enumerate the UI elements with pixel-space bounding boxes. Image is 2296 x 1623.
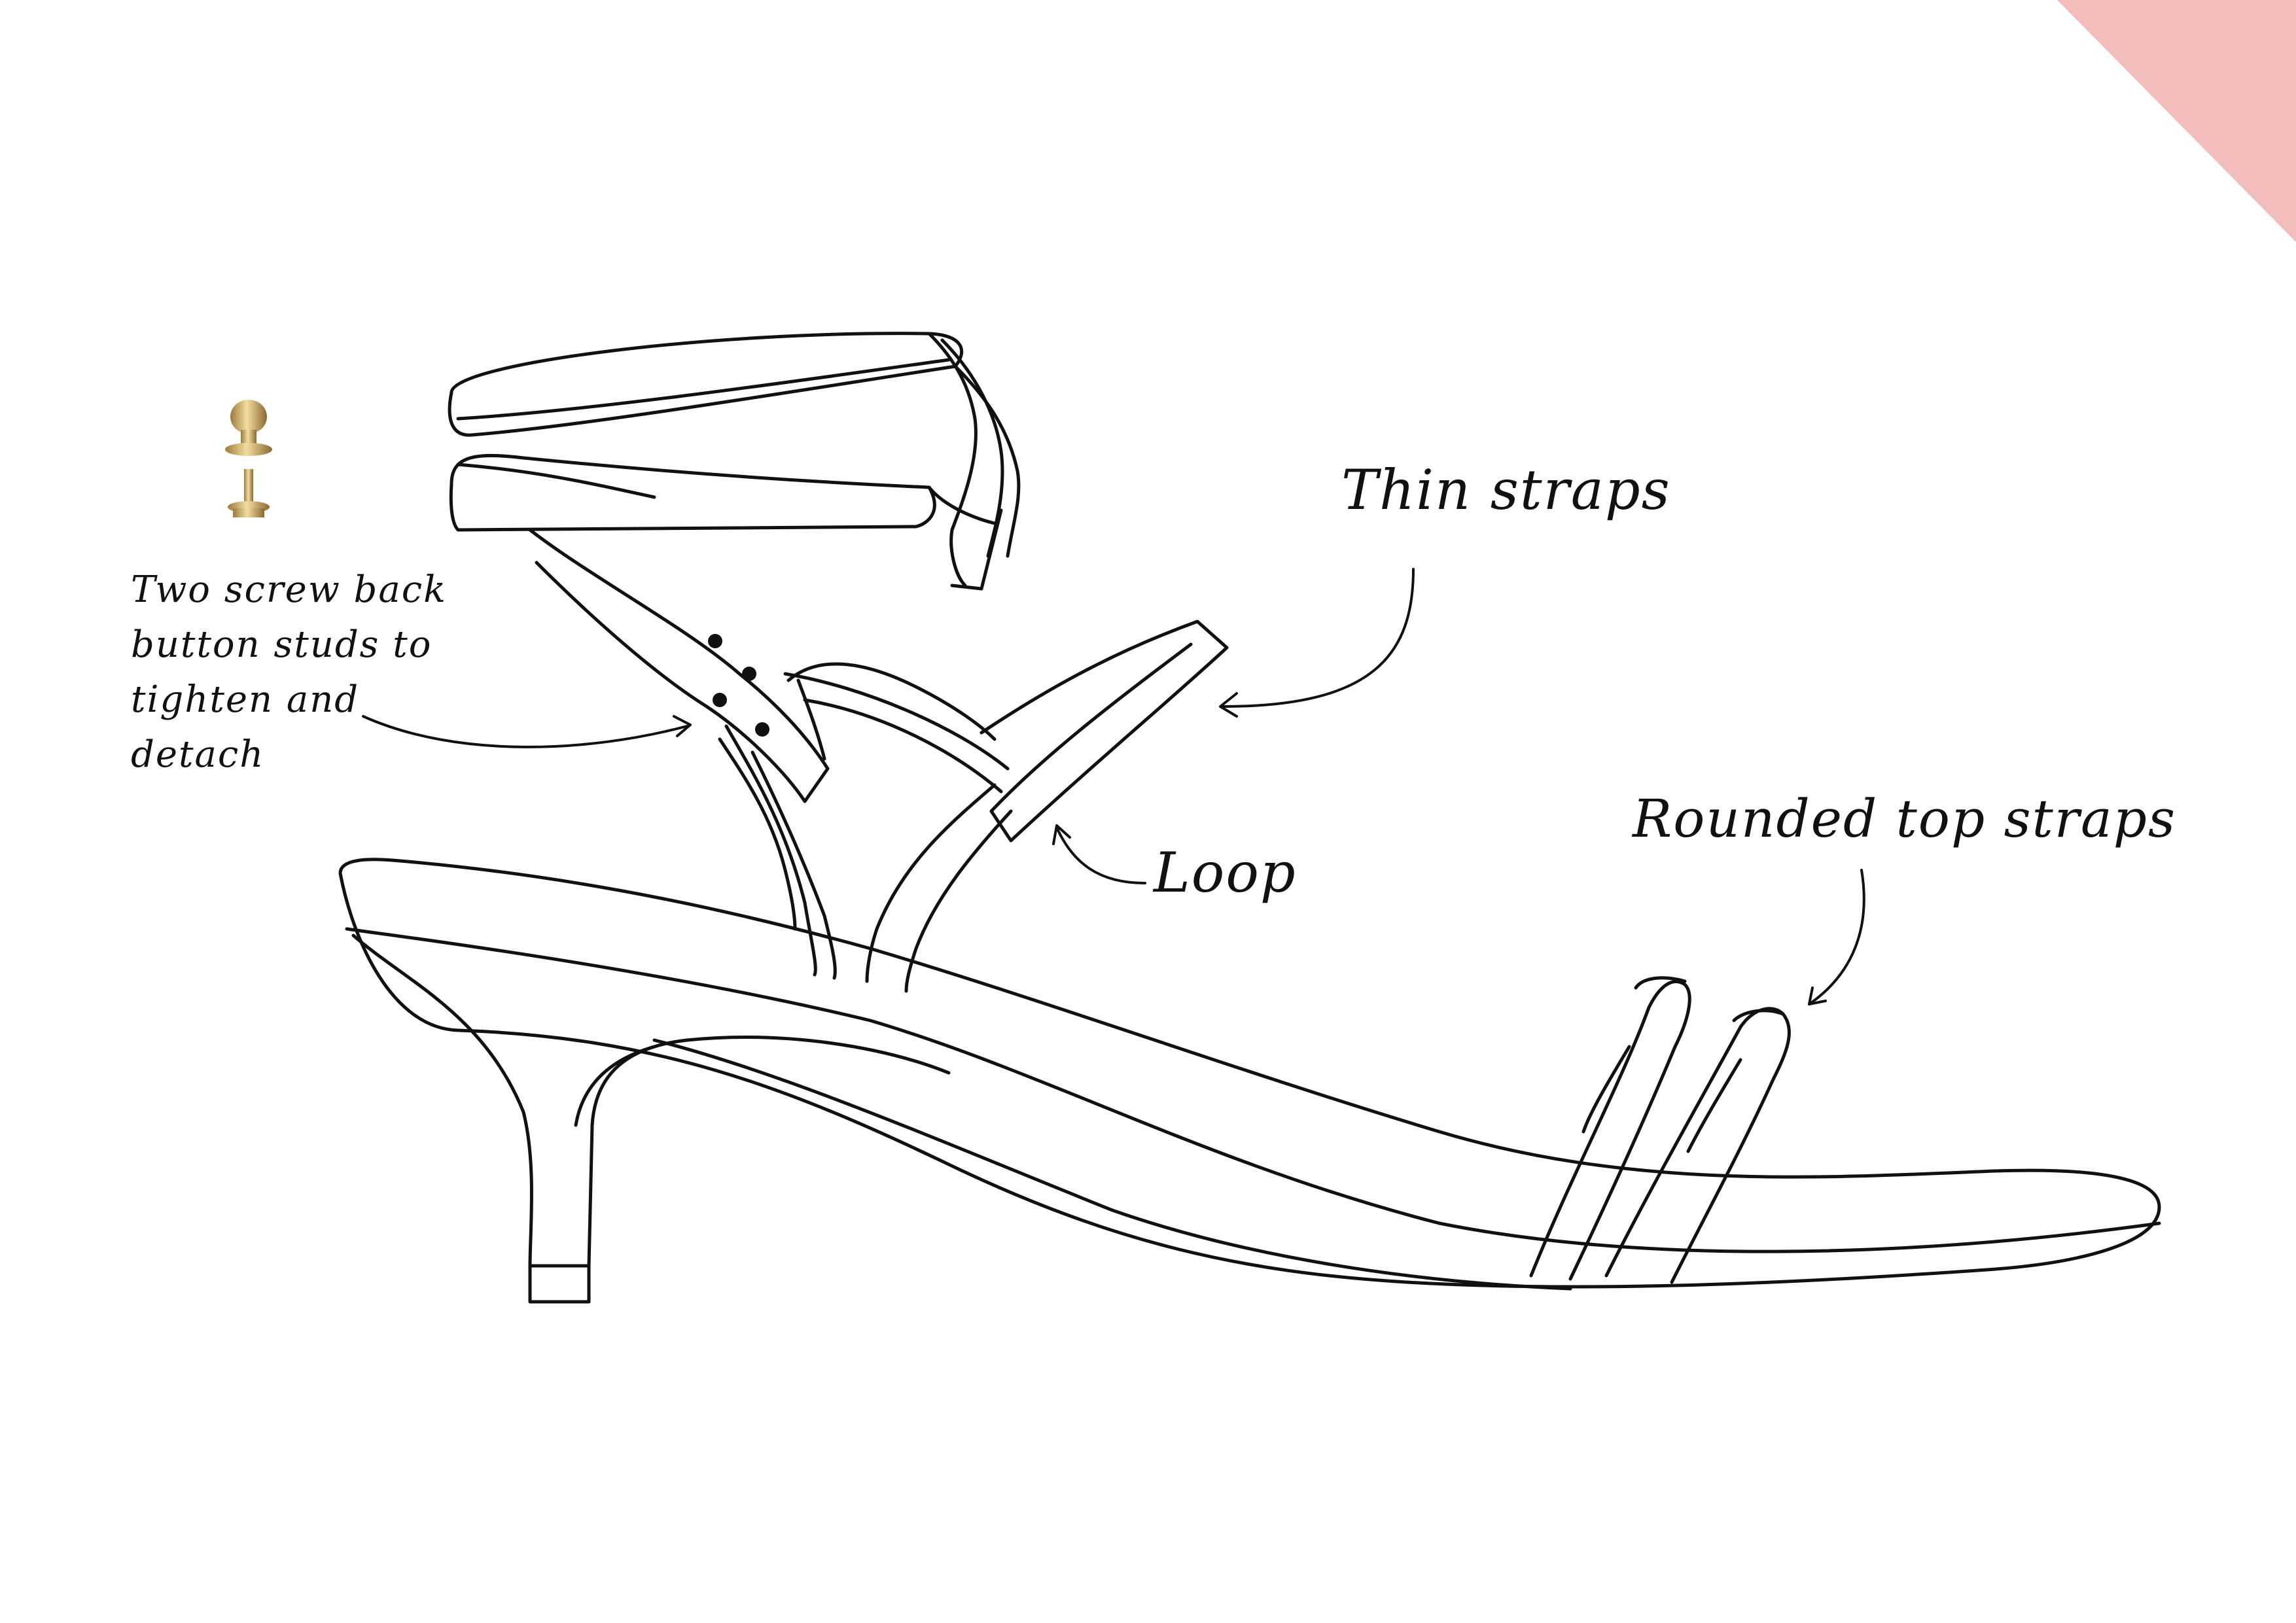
corner-accent-triangle xyxy=(2057,0,2296,242)
studs-label-line: button studs to xyxy=(131,623,433,666)
screw-back-stud-icon xyxy=(225,400,272,517)
thin-straps-arrow xyxy=(1224,569,1413,707)
strap-hole xyxy=(713,693,727,707)
thin-straps-arrowhead xyxy=(1220,693,1237,716)
tie-bow xyxy=(929,334,1019,589)
studs-label-line: detach xyxy=(131,733,265,776)
loop-arrowhead xyxy=(1053,826,1070,844)
callout-arrows xyxy=(363,569,1864,1004)
thin-straps-label: Thin straps xyxy=(1341,458,1671,522)
ankle-wrap-strap-lower xyxy=(451,455,934,530)
rounded-top-straps xyxy=(1531,978,1789,1282)
strap-hole xyxy=(708,634,722,648)
rounded-top-straps-label: Rounded top straps xyxy=(1633,788,2176,849)
strap-hole xyxy=(755,722,769,737)
stud-base xyxy=(225,443,272,456)
stud-neck xyxy=(241,430,256,444)
studs-arrowhead xyxy=(674,716,690,736)
strap-hole xyxy=(742,667,756,681)
studs-arrow xyxy=(363,716,687,747)
thin-straps xyxy=(720,621,1227,991)
sole xyxy=(340,860,2159,1289)
heel-adjust-strap xyxy=(530,530,828,801)
rounded-straps-arrow xyxy=(1809,870,1864,1004)
kitten-heel xyxy=(353,935,949,1302)
stud-head xyxy=(230,400,267,434)
studs-label-line: Two screw back xyxy=(131,568,448,611)
studs-label: Two screw back button studs to tighten a… xyxy=(131,563,447,782)
loop-arrow xyxy=(1057,828,1145,883)
loop-label: Loop xyxy=(1154,841,1297,905)
corner-accent-shape xyxy=(2057,0,2296,242)
stud-screw xyxy=(244,469,253,502)
ankle-wrap-strap-upper xyxy=(450,334,962,435)
stud-screw-post xyxy=(233,508,264,517)
studs-label-line: tighten and xyxy=(131,678,360,721)
rounded-straps-arrowhead xyxy=(1809,988,1826,1004)
